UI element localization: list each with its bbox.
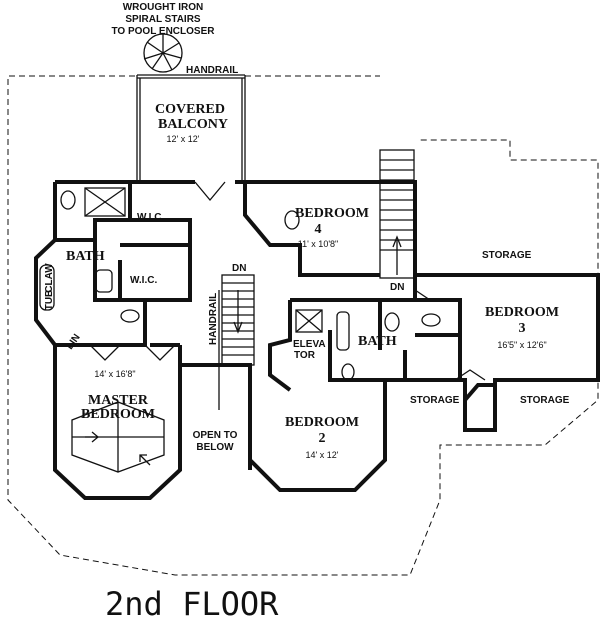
storage-label-top: STORAGE	[482, 250, 532, 261]
bedroom3-size: 16'5" x 12'6"	[497, 340, 546, 350]
bedroom4-size: 11' x 10'8"	[298, 239, 339, 249]
storage-label-right: STORAGE	[520, 395, 570, 406]
bedroom2-label-line2: 2	[319, 431, 326, 446]
open-to-below-line1: OPEN TO	[193, 430, 238, 441]
linen-label: LIN	[64, 332, 82, 352]
handrail-label-side: HANDRAIL	[208, 293, 219, 345]
claw-tub-label-line2: TUB	[44, 290, 55, 311]
floor-title: 2nd FLOOR	[105, 585, 279, 623]
handrail-label-top: HANDRAIL	[186, 65, 238, 76]
wic-label-1: W.I.C.	[137, 212, 164, 223]
master-label-line1: MASTER	[88, 393, 149, 408]
master-ceiling-pattern	[71, 401, 165, 473]
bedroom2-label-line1: BEDROOM	[285, 415, 359, 430]
spiral-stairs	[143, 33, 183, 73]
bedroom2-size: 14' x 12'	[306, 450, 339, 460]
master-label-line2: BEDROOM	[81, 407, 155, 422]
wic-label-2: W.I.C.	[130, 275, 157, 286]
spiral-stairs-note-line3: TO POOL ENCLOSER	[112, 26, 216, 37]
stairs-down-label: DN	[232, 263, 246, 274]
open-to-below-line2: BELOW	[196, 442, 234, 453]
storage-stairs	[379, 149, 415, 279]
balcony-label-line1: COVERED	[155, 102, 225, 117]
bedroom4-label-line2: 4	[315, 222, 322, 237]
main-stairs	[218, 274, 255, 410]
hall-bath-label: BATH	[358, 334, 397, 349]
balcony-label-line2: BALCONY	[158, 117, 228, 132]
master-size: 14' x 16'8"	[94, 369, 135, 379]
spiral-stairs-note-line1: WROUGHT IRON	[123, 2, 204, 13]
storage-label-left: STORAGE	[410, 395, 460, 406]
elevator-label-line1: ELEVA	[293, 339, 326, 350]
balcony-size: 12' x 12'	[167, 134, 200, 144]
claw-tub-label-line1: CLAW	[44, 263, 55, 293]
elevator-label-line2: TOR	[294, 350, 316, 361]
fixtures	[39, 187, 441, 381]
spiral-stairs-note-line2: SPIRAL STAIRS	[125, 14, 201, 25]
storage-stairs-down-label: DN	[390, 282, 404, 293]
balcony-rails	[136, 74, 246, 182]
master-bath-label: BATH	[66, 249, 105, 264]
bedroom3-label-line2: 3	[519, 321, 526, 336]
bedroom3-label-line1: BEDROOM	[485, 305, 559, 320]
door-swings	[89, 181, 486, 381]
roof-outline	[7, 75, 599, 576]
bedroom4-label-line1: BEDROOM	[295, 206, 369, 221]
